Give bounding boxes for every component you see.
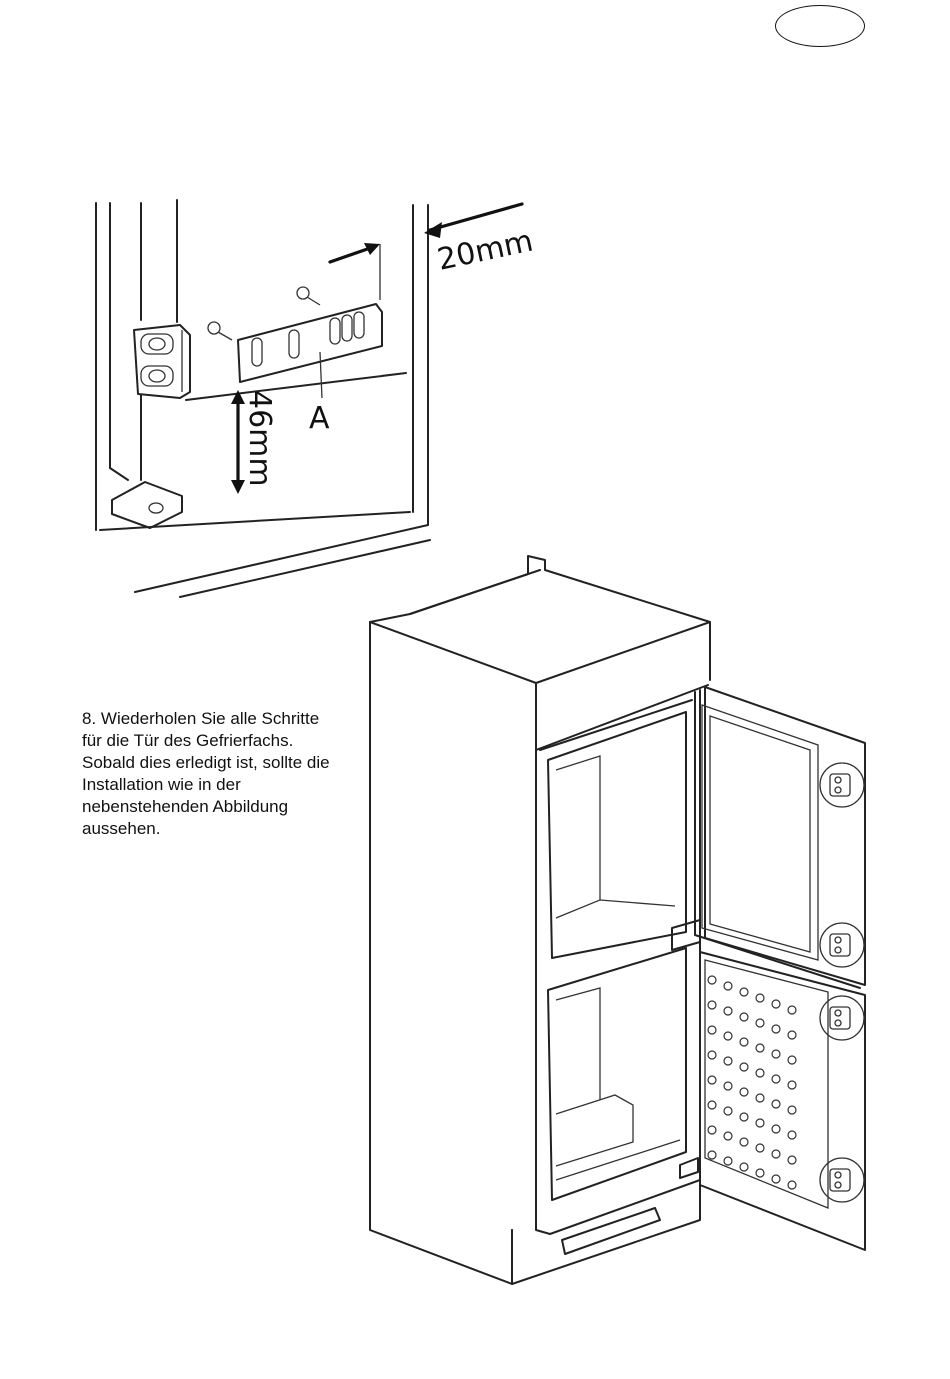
hinge-callout-icon [820,1158,864,1202]
bottom-hinge-block [112,482,182,528]
screw-icon [297,287,320,305]
hinge-callout-icon [820,763,864,807]
freezer-compartment [548,712,686,958]
hinge-callout-icon [820,996,864,1040]
installed-fridge-figure [0,540,950,1340]
screw-icon [208,322,232,340]
hinge-callout-icon [820,923,864,967]
bracket-installation-figure: 20mm 46mm A [0,0,950,620]
door-hinge [134,325,190,398]
dimension-height-label: 46mm [242,390,277,487]
dimension-width-label: 20mm [434,224,536,278]
fridge-compartment [548,948,686,1200]
door-shelf-dots [708,976,796,1189]
part-a-label: A [309,401,330,436]
